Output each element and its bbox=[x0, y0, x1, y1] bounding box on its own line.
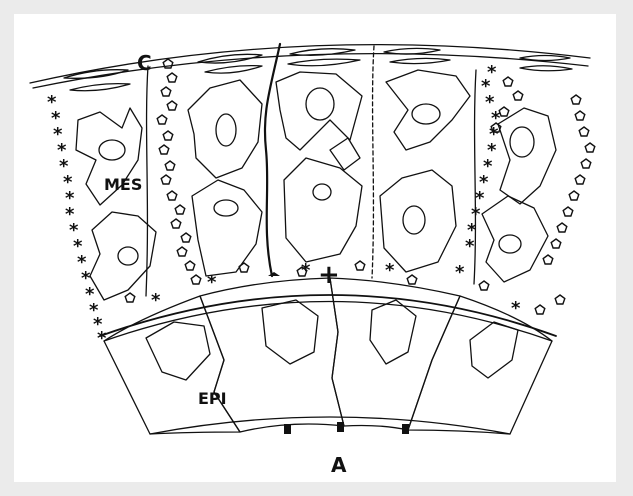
asterisk-icon: * bbox=[151, 290, 161, 311]
asterisk-icon: * bbox=[385, 260, 395, 281]
label-mes: MES bbox=[104, 175, 142, 194]
asterisk-icon: * bbox=[207, 272, 217, 293]
asterisk-icon: * bbox=[455, 262, 465, 283]
pentagon-icon bbox=[161, 175, 171, 184]
pentagon-icon bbox=[171, 219, 181, 228]
pentagon-icon bbox=[167, 191, 177, 200]
pentagon-icon bbox=[551, 239, 561, 248]
epithelial-nuclei bbox=[146, 300, 518, 380]
asterisk-icon: * bbox=[511, 298, 521, 319]
pentagon-icon bbox=[571, 95, 581, 104]
pentagon-icon bbox=[191, 275, 201, 284]
pentagon-icon bbox=[125, 293, 135, 302]
asterisk-icon: * bbox=[487, 62, 497, 83]
pentagon-icon bbox=[579, 127, 589, 136]
pentagon-icon bbox=[575, 175, 585, 184]
pentagon-icon bbox=[543, 255, 553, 264]
pentagon-icon bbox=[585, 143, 595, 152]
solid-boundary-line bbox=[265, 44, 280, 276]
pentagon-markers bbox=[125, 59, 595, 314]
pentagon-icon bbox=[575, 111, 585, 120]
pentagon-icon bbox=[563, 207, 573, 216]
pentagon-icon bbox=[557, 223, 567, 232]
plus-marker: + bbox=[318, 260, 340, 290]
label-epi: EPI bbox=[198, 389, 227, 408]
pentagon-icon bbox=[163, 131, 173, 140]
label-c: C bbox=[137, 51, 152, 75]
asterisk-icon: * bbox=[97, 328, 107, 349]
pentagon-icon bbox=[185, 261, 195, 270]
pentagon-icon bbox=[165, 161, 175, 170]
pentagon-icon bbox=[161, 87, 171, 96]
pentagon-icon bbox=[239, 263, 249, 272]
pentagon-icon bbox=[175, 205, 185, 214]
pentagon-icon bbox=[355, 261, 365, 270]
asterisk-icon: * bbox=[301, 260, 311, 281]
pentagon-icon bbox=[159, 145, 169, 154]
pentagon-icon bbox=[581, 159, 591, 168]
pentagon-icon bbox=[535, 305, 545, 314]
divider-left bbox=[146, 66, 148, 296]
pentagon-icon bbox=[479, 281, 489, 290]
pentagon-icon bbox=[569, 191, 579, 200]
pentagon-icon bbox=[407, 275, 417, 284]
pentagon-icon bbox=[177, 247, 187, 256]
dashed-boundary-line bbox=[372, 46, 374, 278]
pentagon-icon bbox=[181, 233, 191, 242]
pentagon-icon bbox=[555, 295, 565, 304]
pentagon-icon bbox=[499, 107, 509, 116]
pentagon-icon bbox=[503, 77, 513, 86]
label-a: A bbox=[331, 453, 347, 477]
pentagon-icon bbox=[157, 115, 167, 124]
pentagon-icon bbox=[167, 101, 177, 110]
pentagon-icon bbox=[163, 59, 173, 68]
pentagon-icon bbox=[167, 73, 177, 82]
pentagon-icon bbox=[513, 91, 523, 100]
